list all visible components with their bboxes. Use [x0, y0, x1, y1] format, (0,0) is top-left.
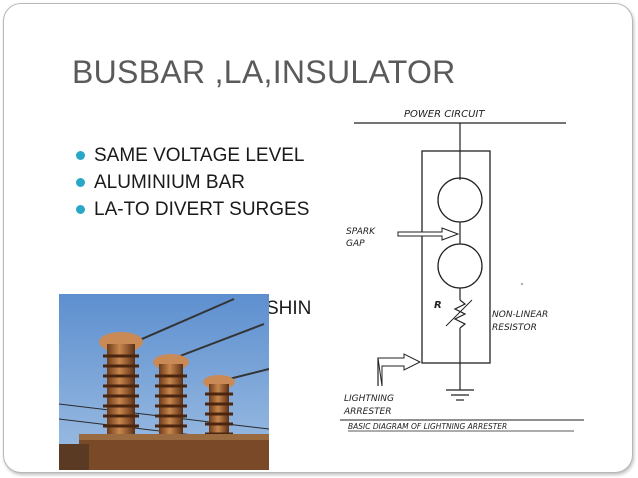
bullet-item: SAME VOLTAGE LEVEL — [76, 144, 326, 168]
lightning-label-1: LIGHTNING — [344, 394, 394, 404]
spark-gap-label-2: GAP — [346, 239, 365, 249]
power-circuit-label: POWER CIRCUIT — [404, 109, 485, 120]
bullet-text: SAME VOLTAGE LEVEL — [94, 145, 305, 166]
bullet-text: ALUMINIUM BAR — [94, 172, 245, 193]
insulator-photo — [59, 294, 269, 470]
bullet-item: LA-TO DIVERT SURGES — [76, 198, 326, 222]
diagram-caption: BASIC DIAGRAM OF LIGHTNING ARRESTER — [348, 422, 507, 431]
bullet-dot-icon — [76, 151, 85, 160]
bullet-dot-icon — [76, 178, 85, 187]
partially-hidden-bullet-text: SHIN — [266, 298, 312, 319]
slide: BUSBAR ,LA,INSULATOR SAME VOLTAGE LEVEL … — [3, 3, 633, 473]
bullet-dot-icon — [76, 205, 85, 214]
lightning-label-2: ARRESTER — [343, 407, 392, 417]
resistor-symbol-label: R — [434, 300, 442, 311]
bullet-list: SAME VOLTAGE LEVEL ALUMINIUM BAR LA-TO D… — [76, 144, 326, 225]
spark-gap-label-1: SPARK — [346, 227, 376, 237]
lightning-arrester-diagram: POWER CIRCUIT R SPARK GAP NON — [334, 104, 594, 434]
bullet-item: ALUMINIUM BAR — [76, 171, 326, 195]
nonlinear-label-1: NON-LINEAR — [492, 310, 548, 320]
slide-title: BUSBAR ,LA,INSULATOR — [72, 54, 456, 90]
nonlinear-label-2: RESISTOR — [492, 323, 537, 333]
bullet-text: LA-TO DIVERT SURGES — [94, 199, 310, 220]
